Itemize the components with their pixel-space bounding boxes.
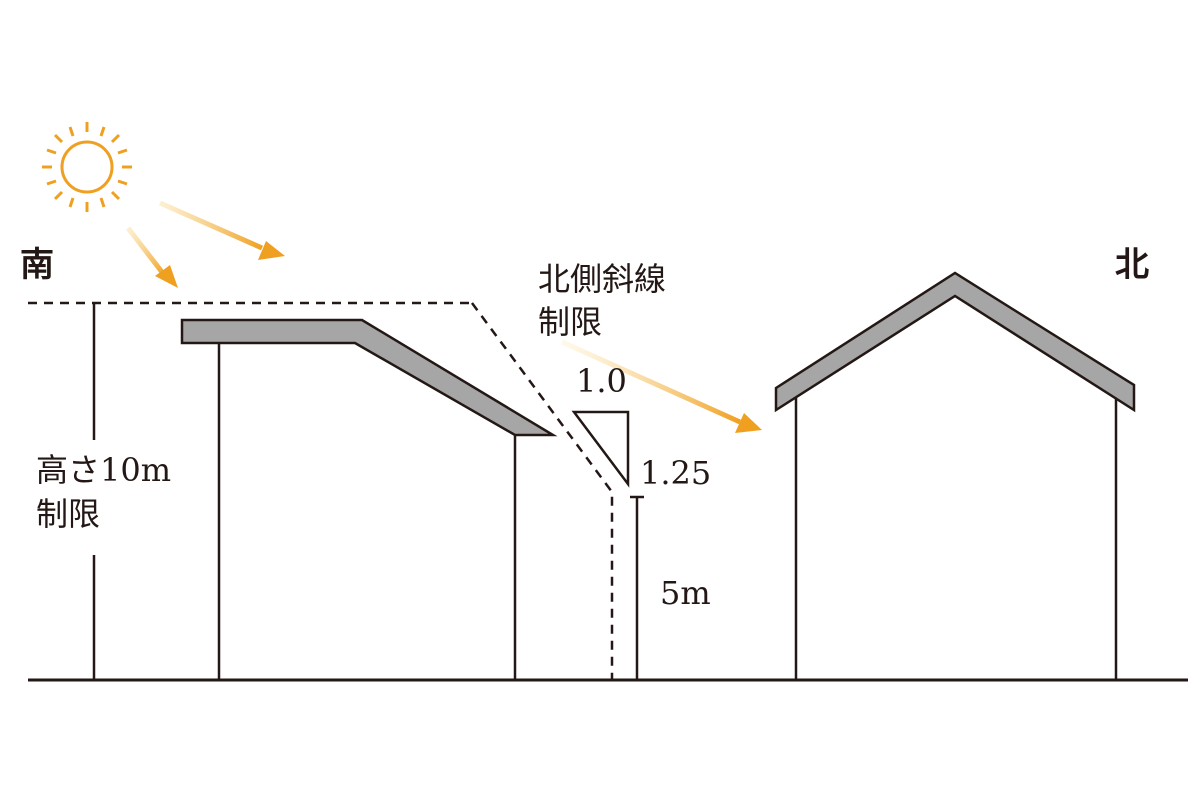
north-building [774,271,1136,680]
height-limit-label-line1: 高さ10m [36,451,171,489]
sun-ray-arrow-short [126,226,178,288]
sun-icon [42,122,132,212]
south-building-roof [180,318,558,437]
sun-ray-arrow-long [158,200,285,260]
base-height-label: 5m [660,574,711,612]
north-building-roof [774,271,1136,413]
north-slope-dashed-line [470,302,614,680]
sun-ray-arrow-north [560,339,762,433]
base-height-dimension [630,495,644,680]
slope-ratio-triangle [571,410,630,488]
height-limit-label-line2: 制限 [36,495,100,533]
north-slope-label-line2: 制限 [538,303,602,341]
north-label: 北 [1115,245,1149,285]
south-building [180,318,558,680]
north-slope-label-line1: 北側斜線 [538,260,666,298]
ratio-run-label: 1.0 [576,362,627,400]
ratio-rise-label: 1.25 [640,454,711,492]
south-label: 南 [20,245,54,285]
